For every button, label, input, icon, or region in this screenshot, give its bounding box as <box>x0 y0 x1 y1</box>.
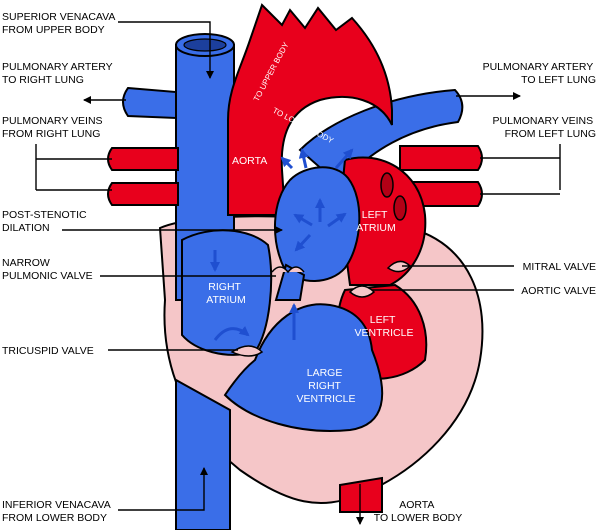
superior-vena-cava-lumen <box>183 38 227 52</box>
label-narrow-pulmonic-valve: NARROW PULMONIC VALVE <box>2 257 93 282</box>
aorta-label: AORTA <box>232 155 267 167</box>
label-pulmonary-veins-right: PULMONARY VEINS FROM RIGHT LUNG <box>2 115 105 140</box>
right-ventricle-label: LARGE RIGHT VENTRICLE <box>297 367 356 405</box>
pulmonary-valve-cusps <box>271 266 305 274</box>
leader-superior-vena-cava <box>118 21 214 79</box>
flow-arrow <box>298 148 309 169</box>
flow-arrow <box>294 233 312 252</box>
pulmonary-veins-left <box>399 145 483 207</box>
left-atrium-label: LEFT ATRIUM <box>356 209 395 234</box>
flow-arrow <box>213 326 250 341</box>
right-ventricle <box>223 303 384 432</box>
label-tricuspid-valve: TRICUSPID VALVE <box>2 345 94 357</box>
label-aortic-valve: AORTIC VALVE <box>521 285 596 297</box>
descending-aorta <box>339 476 383 513</box>
tricuspid-valve-leaflet <box>230 345 264 357</box>
label-pulmonary-artery-left: PULMONARY ARTERY TO LEFT LUNG <box>483 61 596 86</box>
label-inferior-vena-cava: INFERIOR VENACAVA FROM LOWER BODY <box>2 499 113 524</box>
left-atrium-vein-opening <box>380 172 394 198</box>
flow-arrow <box>280 156 294 170</box>
inferior-vena-cava <box>175 378 231 530</box>
left-ventricle-label: LEFT VENTRICLE <box>355 314 414 339</box>
flow-arrow <box>293 213 313 227</box>
pulmonary-artery-right <box>122 86 177 120</box>
post-stenotic-dilation <box>273 166 361 282</box>
flow-arrow <box>334 148 354 169</box>
aorta-arch <box>227 3 393 216</box>
label-superior-vena-cava: SUPERIOR VENACAVA FROM UPPER BODY <box>2 11 118 36</box>
label-pulmonary-artery-right: PULMONARY ARTERY TO RIGHT LUNG <box>2 61 115 86</box>
label-post-stenotic-dilation: POST-STENOTIC DILATION <box>2 209 90 234</box>
leader-pulmonary-veins-left <box>480 144 561 195</box>
pulmonary-veins-right <box>107 147 179 206</box>
leader-lines <box>35 21 561 525</box>
label-mitral-valve: MITRAL VALVE <box>523 261 596 273</box>
leader-inferior-vena-cava <box>118 467 208 511</box>
label-aorta-lower: AORTA TO LOWER BODY <box>374 499 463 524</box>
label-pulmonary-veins-left: PULMONARY VEINS FROM LEFT LUNG <box>493 115 596 140</box>
left-atrium-vein-opening <box>393 195 407 221</box>
leader-pulmonary-veins-right <box>35 144 112 191</box>
aortic-valve-leaflet <box>348 285 376 298</box>
flow-arrow <box>327 212 347 228</box>
right-atrium-label: RIGHT ATRIUM <box>206 281 245 306</box>
flow-arrows <box>210 148 354 341</box>
